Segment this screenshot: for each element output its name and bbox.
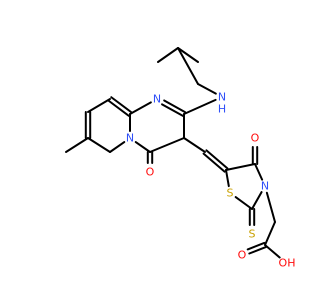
bond-C4t-C5 [225, 163, 256, 171]
bond-C7-C6 [87, 137, 111, 153]
bond-C_tert-C_ch2 [177, 47, 199, 85]
bond-lines [65, 47, 281, 259]
atom-label-o-carbonyl: O [238, 249, 247, 262]
bond-C_acid-O_hydroxyl [264, 244, 281, 259]
bond-C9a-C9 [110, 96, 133, 114]
bond-C6-N_bridgehead [109, 141, 126, 153]
bond-C4-C3 [149, 137, 185, 153]
bond-C2-N_pyrimidine [161, 103, 184, 117]
atom-label-n-thiazolidine: N [261, 180, 269, 193]
bond-N_pyrimidine-C9a [129, 101, 152, 115]
bond-C_ex-C5 [205, 149, 229, 170]
atom-label-n-amine: N [218, 91, 226, 104]
atom-label-n-pyrimidine: N [153, 93, 161, 106]
atom-label-o-ketone: O [146, 166, 155, 179]
bond-N_amine-C2 [183, 98, 217, 115]
atom-label-h-amine: H [218, 103, 226, 116]
bond-C_acid-O_carbonyl [248, 246, 267, 255]
bond-C_me1-C_tert [157, 47, 179, 63]
atom-label-o-thiazolidinone: O [251, 132, 260, 145]
bond-C_tert-C_me2 [177, 47, 199, 63]
bond-N_thiazolidine-C4t [254, 163, 264, 181]
bond-C_ex-C5 [202, 152, 226, 173]
atom-label-o-hydroxyl: OH [279, 257, 296, 270]
bond-N_bridgehead-C4 [134, 141, 151, 153]
bond-C5-S_ring [225, 169, 230, 188]
bond-C2-N_pyrimidine [163, 99, 187, 114]
bond-S_ring-C2t [234, 196, 253, 210]
bond-C2t-N_thiazolidine [251, 191, 263, 210]
bond-C_acid-O_carbonyl [246, 241, 266, 251]
bond-C3-C_ex [183, 137, 206, 153]
bond-C_ch2-N_amine [197, 83, 217, 95]
bond-N_thiazolidine-C_ch2b [265, 191, 276, 223]
bond-C7-C_me7 [65, 137, 89, 153]
atom-label-s-thione: S [249, 228, 256, 241]
atom-label-s-ring: S [227, 187, 234, 200]
bond-C9-C8 [87, 98, 111, 113]
bond-C9a-C9 [107, 99, 130, 117]
atom-label-n-bridgehead: N [126, 132, 134, 145]
bond-C_ch2b-C_acid [264, 221, 276, 246]
